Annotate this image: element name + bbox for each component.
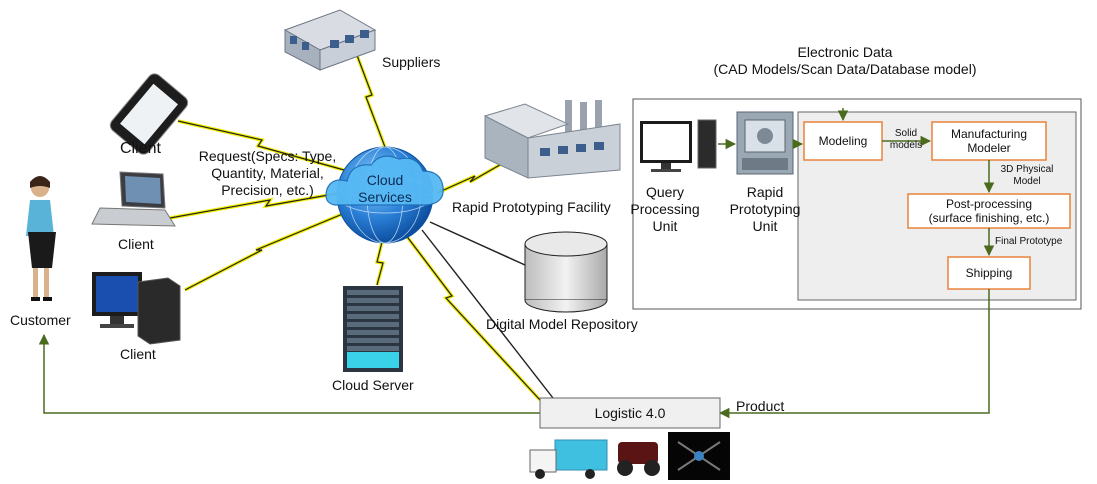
manufacturing-line-2: Modeler <box>967 141 1011 155</box>
customer-person-icon <box>26 176 56 301</box>
shipping-box <box>947 256 1031 290</box>
link-repository <box>429 221 526 266</box>
edge-3d-line-2: Model <box>1013 176 1041 187</box>
rapid-prototyping-machine-icon <box>736 111 794 175</box>
electronic-data-line-1: Electronic Data <box>797 44 893 60</box>
server-slot <box>347 338 399 343</box>
client-bottom-label: Client <box>120 346 156 362</box>
suppliers-label: Suppliers <box>382 54 441 70</box>
shipping-text: Shipping <box>965 266 1013 280</box>
link-client-bottom <box>184 211 346 292</box>
query-unit-computer-icon <box>640 119 717 172</box>
product-label: Product <box>736 398 785 414</box>
modeling-text: Modeling <box>818 134 868 148</box>
rapid-unit-label: Rapid Prototyping Unit <box>723 184 807 235</box>
factory-icon <box>483 100 621 179</box>
post-processing-text: Post-processing (surface finishing, etc.… <box>908 194 1070 228</box>
server-slot <box>347 346 399 351</box>
post-line-2: (surface finishing, etc.) <box>928 211 1050 225</box>
laptop-icon <box>91 171 176 227</box>
edge-solid-line-2: models <box>889 140 923 151</box>
logistic-box <box>539 397 721 429</box>
edge-final-prototype: Final Prototype <box>995 236 1063 247</box>
logistic-text: Logistic 4.0 <box>594 405 666 421</box>
manufacturing-text: Manufacturing Modeler <box>932 122 1046 160</box>
manufacturing-line-1: Manufacturing <box>950 127 1028 141</box>
customer-label: Customer <box>10 312 71 328</box>
link-cloud-server <box>374 237 386 286</box>
modeling-box <box>803 121 883 161</box>
rapid-facility-label: Rapid Prototyping Facility <box>452 199 611 215</box>
server-slot <box>347 314 399 319</box>
edge-solid-line-1: Solid <box>894 128 918 139</box>
atv-icon <box>617 442 660 476</box>
cloud-services-label: Cloud Services <box>344 172 426 206</box>
query-line-2: Processing <box>630 201 700 217</box>
post-line-1: Post-processing <box>945 197 1033 211</box>
database-cylinder-icon <box>524 231 608 313</box>
server-slot <box>347 306 399 311</box>
cloud-line-1: Cloud <box>366 172 404 188</box>
rapid-line-3: Unit <box>752 218 778 234</box>
link-logistic-lightning <box>400 228 542 402</box>
rapid-line-1: Rapid <box>746 184 784 200</box>
network-links <box>169 49 554 402</box>
server-slot <box>347 290 399 295</box>
cloud-line-2: Services <box>358 189 412 205</box>
request-line-1: Request(Specs: Type, <box>198 148 337 164</box>
query-line-3: Unit <box>652 218 678 234</box>
electronic-data-label: Electronic Data (CAD Models/Scan Data/Da… <box>680 44 1010 78</box>
edge-3d-line-1: 3D Physical <box>1000 164 1054 175</box>
edge-solid-models: Solid models <box>880 128 932 152</box>
process-arrows <box>38 108 995 419</box>
client-mid-label: Client <box>118 236 154 252</box>
suppliers-building-icon <box>283 9 377 71</box>
cloud-services <box>325 146 444 244</box>
cloud-server-label: Cloud Server <box>332 377 414 393</box>
truck-icon <box>529 439 608 479</box>
repository-label: Digital Model Repository <box>486 316 638 332</box>
request-text: Request(Specs: Type, Quantity, Material,… <box>185 148 350 199</box>
server-rack-icon <box>343 286 403 372</box>
desktop-computer-icon <box>92 272 181 345</box>
query-line-1: Query <box>645 184 685 200</box>
server-slot <box>347 298 399 303</box>
cloud-icon <box>325 155 444 206</box>
request-line-3: Precision, etc.) <box>221 182 314 198</box>
smartphone-icon <box>109 73 189 155</box>
electronic-data-line-2: (CAD Models/Scan Data/Database model) <box>713 61 977 77</box>
server-slot <box>347 330 399 335</box>
request-line-2: Quantity, Material, <box>211 165 324 181</box>
server-slot <box>347 322 399 327</box>
rapid-line-2: Prototyping <box>729 201 801 217</box>
query-unit-label: Query Processing Unit <box>630 184 700 235</box>
client-top-label: Client <box>120 140 161 157</box>
manufacturing-modeler-box <box>931 121 1047 161</box>
edge-3d-physical-model: 3D Physical Model <box>992 164 1062 188</box>
drone-icon <box>668 432 730 480</box>
